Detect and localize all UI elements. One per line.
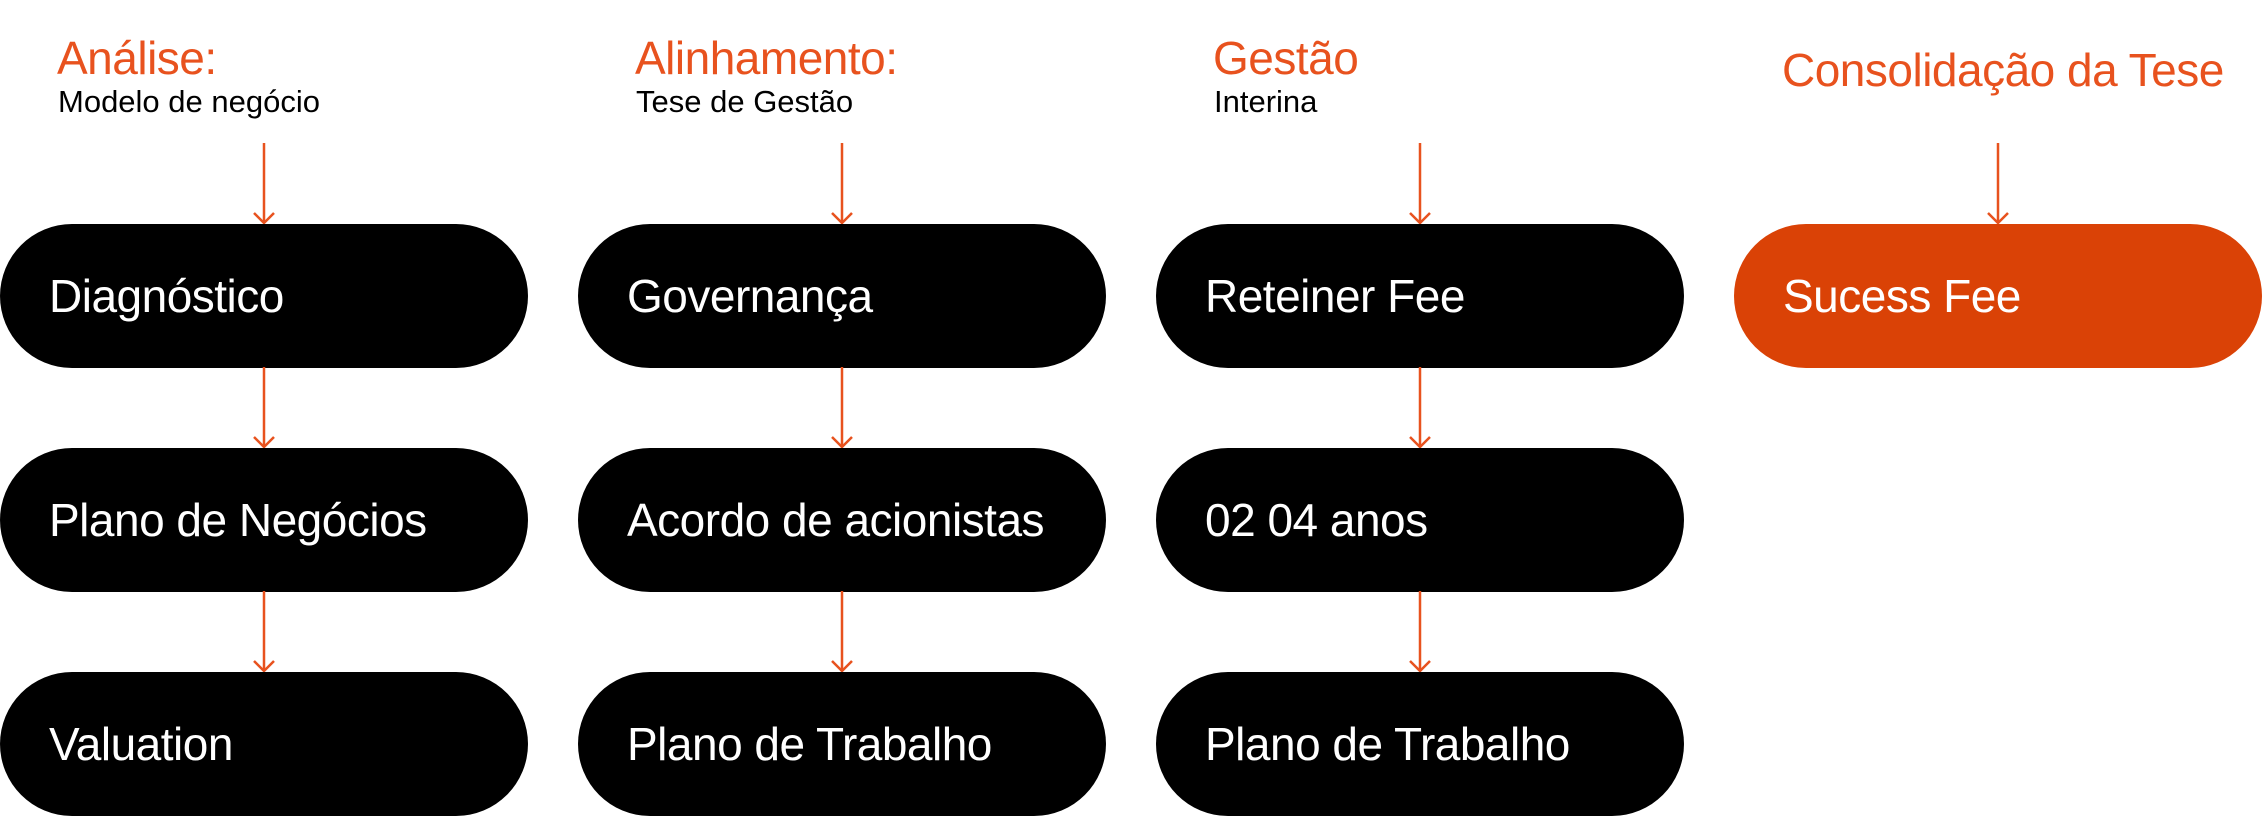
step-label: Sucess Fee <box>1783 270 2021 322</box>
step-pill: Plano de Negócios <box>0 448 528 592</box>
column-analise: Análise: Modelo de negócio Diagnóstico P… <box>0 0 528 816</box>
step-label: Reteiner Fee <box>1205 270 1465 322</box>
step-pill: Acordo de acionistas <box>578 448 1106 592</box>
down-arrow-icon <box>253 143 275 225</box>
column-gestao: Gestão Interina Reteiner Fee 02 04 anos … <box>1156 0 1684 816</box>
column-title: Consolidação da Tese <box>1782 44 2224 96</box>
step-label: Acordo de acionistas <box>627 494 1045 546</box>
step-pill: Plano de Trabalho <box>1156 672 1684 816</box>
step-pill: Diagnóstico <box>0 224 528 368</box>
step-pill: Plano de Trabalho <box>578 672 1106 816</box>
down-arrow-icon <box>831 367 853 449</box>
step-label: Plano de Trabalho <box>627 718 992 770</box>
column-title: Gestão <box>1213 32 1359 84</box>
step-pill-highlight: Sucess Fee <box>1734 224 2262 368</box>
step-label: Valuation <box>49 718 233 770</box>
down-arrow-icon <box>1409 143 1431 225</box>
down-arrow-icon <box>1409 591 1431 673</box>
step-pill: Governança <box>578 224 1106 368</box>
step-label: Plano de Trabalho <box>1205 718 1570 770</box>
step-label: 02 04 anos <box>1205 494 1428 546</box>
step-label: Diagnóstico <box>49 270 284 322</box>
column-subtitle: Interina <box>1214 84 1318 119</box>
down-arrow-icon <box>253 591 275 673</box>
column-title: Alinhamento: <box>635 32 898 84</box>
down-arrow-icon <box>831 591 853 673</box>
step-label: Plano de Negócios <box>49 494 427 546</box>
down-arrow-icon <box>831 143 853 225</box>
step-pill: Reteiner Fee <box>1156 224 1684 368</box>
column-subtitle: Modelo de negócio <box>58 84 320 119</box>
column-alinhamento: Alinhamento: Tese de Gestão Governança A… <box>578 0 1106 816</box>
down-arrow-icon <box>1987 143 2009 225</box>
step-label: Governança <box>627 270 873 322</box>
step-pill: 02 04 anos <box>1156 448 1684 592</box>
column-title: Análise: <box>57 32 217 84</box>
down-arrow-icon <box>1409 367 1431 449</box>
down-arrow-icon <box>253 367 275 449</box>
column-consolidacao: Consolidação da Tese Sucess Fee <box>1734 0 2262 816</box>
column-subtitle: Tese de Gestão <box>636 84 854 119</box>
step-pill: Valuation <box>0 672 528 816</box>
